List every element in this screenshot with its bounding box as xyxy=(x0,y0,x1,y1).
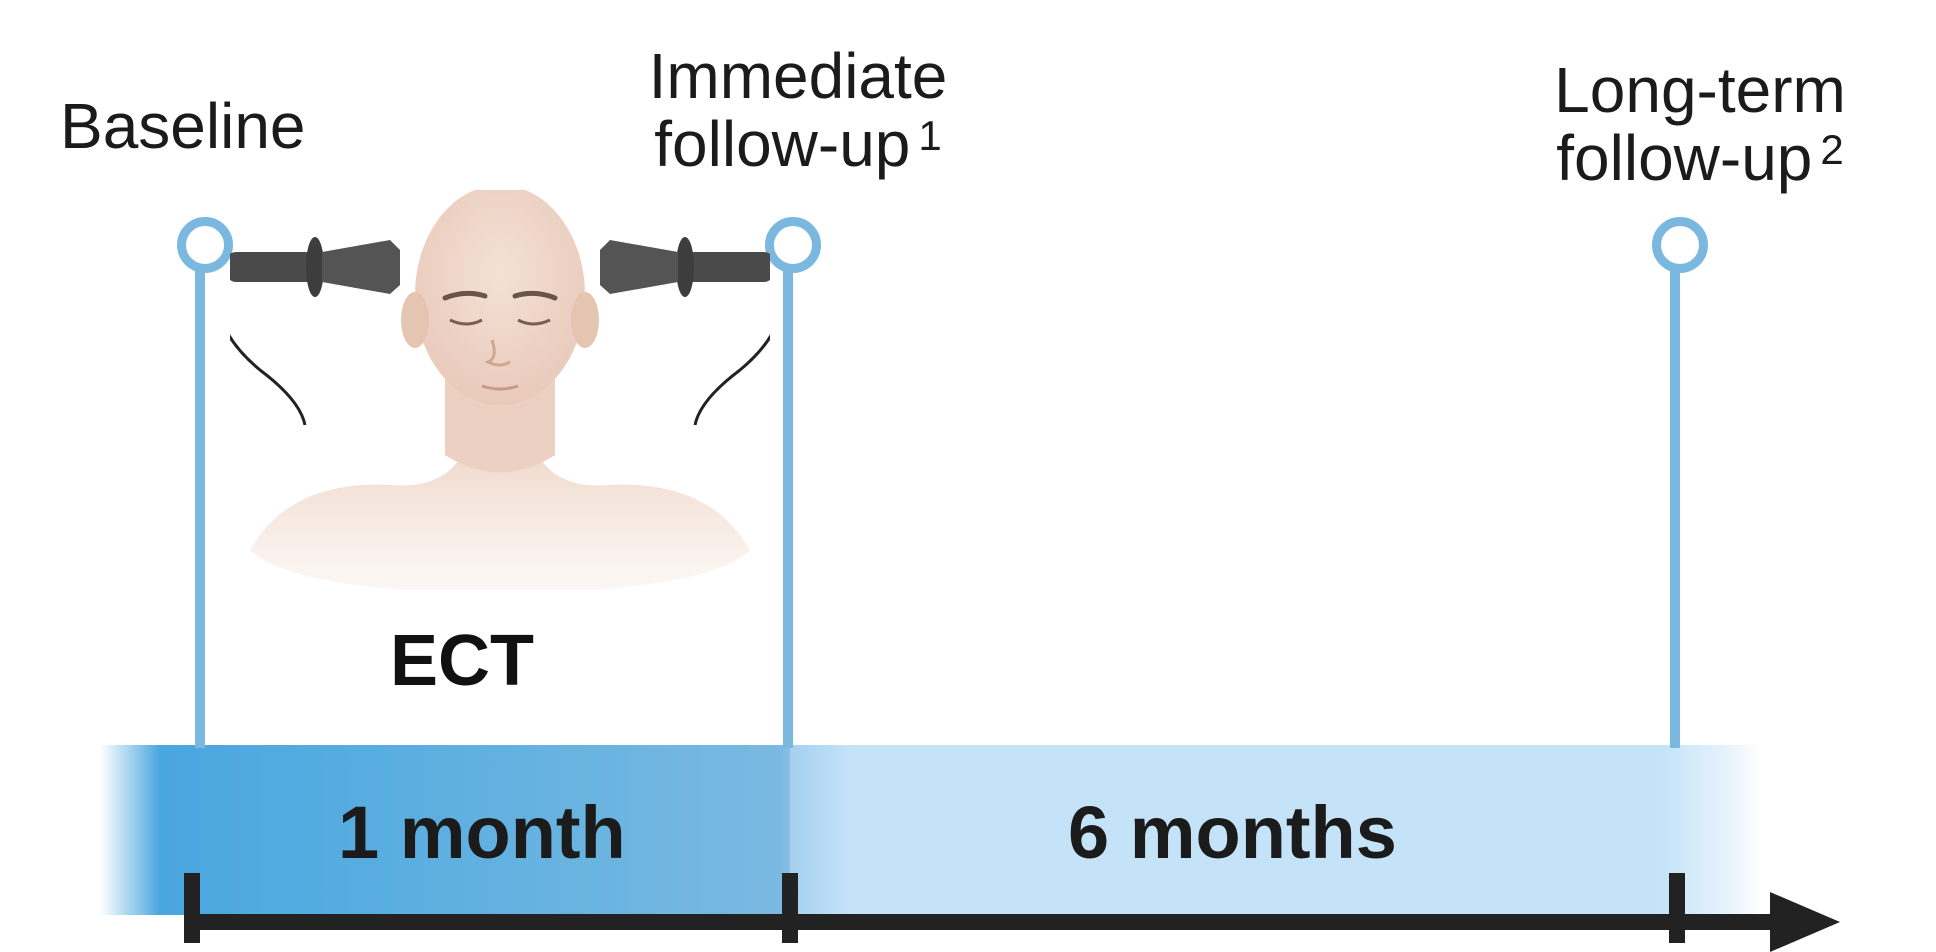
timepoint-marker-line-baseline xyxy=(195,258,205,748)
left-electrode-icon xyxy=(230,237,400,297)
timeline-axis xyxy=(187,914,1777,930)
timeline-tick-baseline xyxy=(184,873,200,943)
footnote-marker-1: 1 xyxy=(918,112,941,159)
timepoint-label-immediate-line1: Immediate xyxy=(608,42,988,110)
right-electrode-icon xyxy=(600,237,770,297)
timepoint-marker-line-immediate xyxy=(783,258,793,748)
timepoint-marker-line-longterm xyxy=(1670,258,1680,748)
timepoint-label-longterm-line2-text: follow-up xyxy=(1556,122,1812,194)
footnote-marker-2: 2 xyxy=(1820,126,1843,173)
timeline-tick-longterm xyxy=(1669,873,1685,943)
interval-label-1: 1 month xyxy=(338,790,626,875)
ect-head-illustration xyxy=(230,190,770,590)
timepoint-label-baseline-text: Baseline xyxy=(60,90,306,162)
intervention-label: ECT xyxy=(390,620,534,702)
timepoint-marker-circle-baseline xyxy=(177,217,233,273)
timepoint-label-longterm-line1: Long-term xyxy=(1490,56,1910,124)
interval-label-2: 6 months xyxy=(1068,790,1397,875)
timeline-tick-immediate xyxy=(782,873,798,943)
timepoint-marker-circle-immediate xyxy=(765,217,821,273)
timepoint-marker-circle-longterm xyxy=(1652,217,1708,273)
timeline-arrow-icon xyxy=(1770,892,1840,952)
timepoint-label-immediate-line2-text: follow-up xyxy=(654,108,910,180)
timepoint-label-baseline: Baseline xyxy=(60,92,306,160)
